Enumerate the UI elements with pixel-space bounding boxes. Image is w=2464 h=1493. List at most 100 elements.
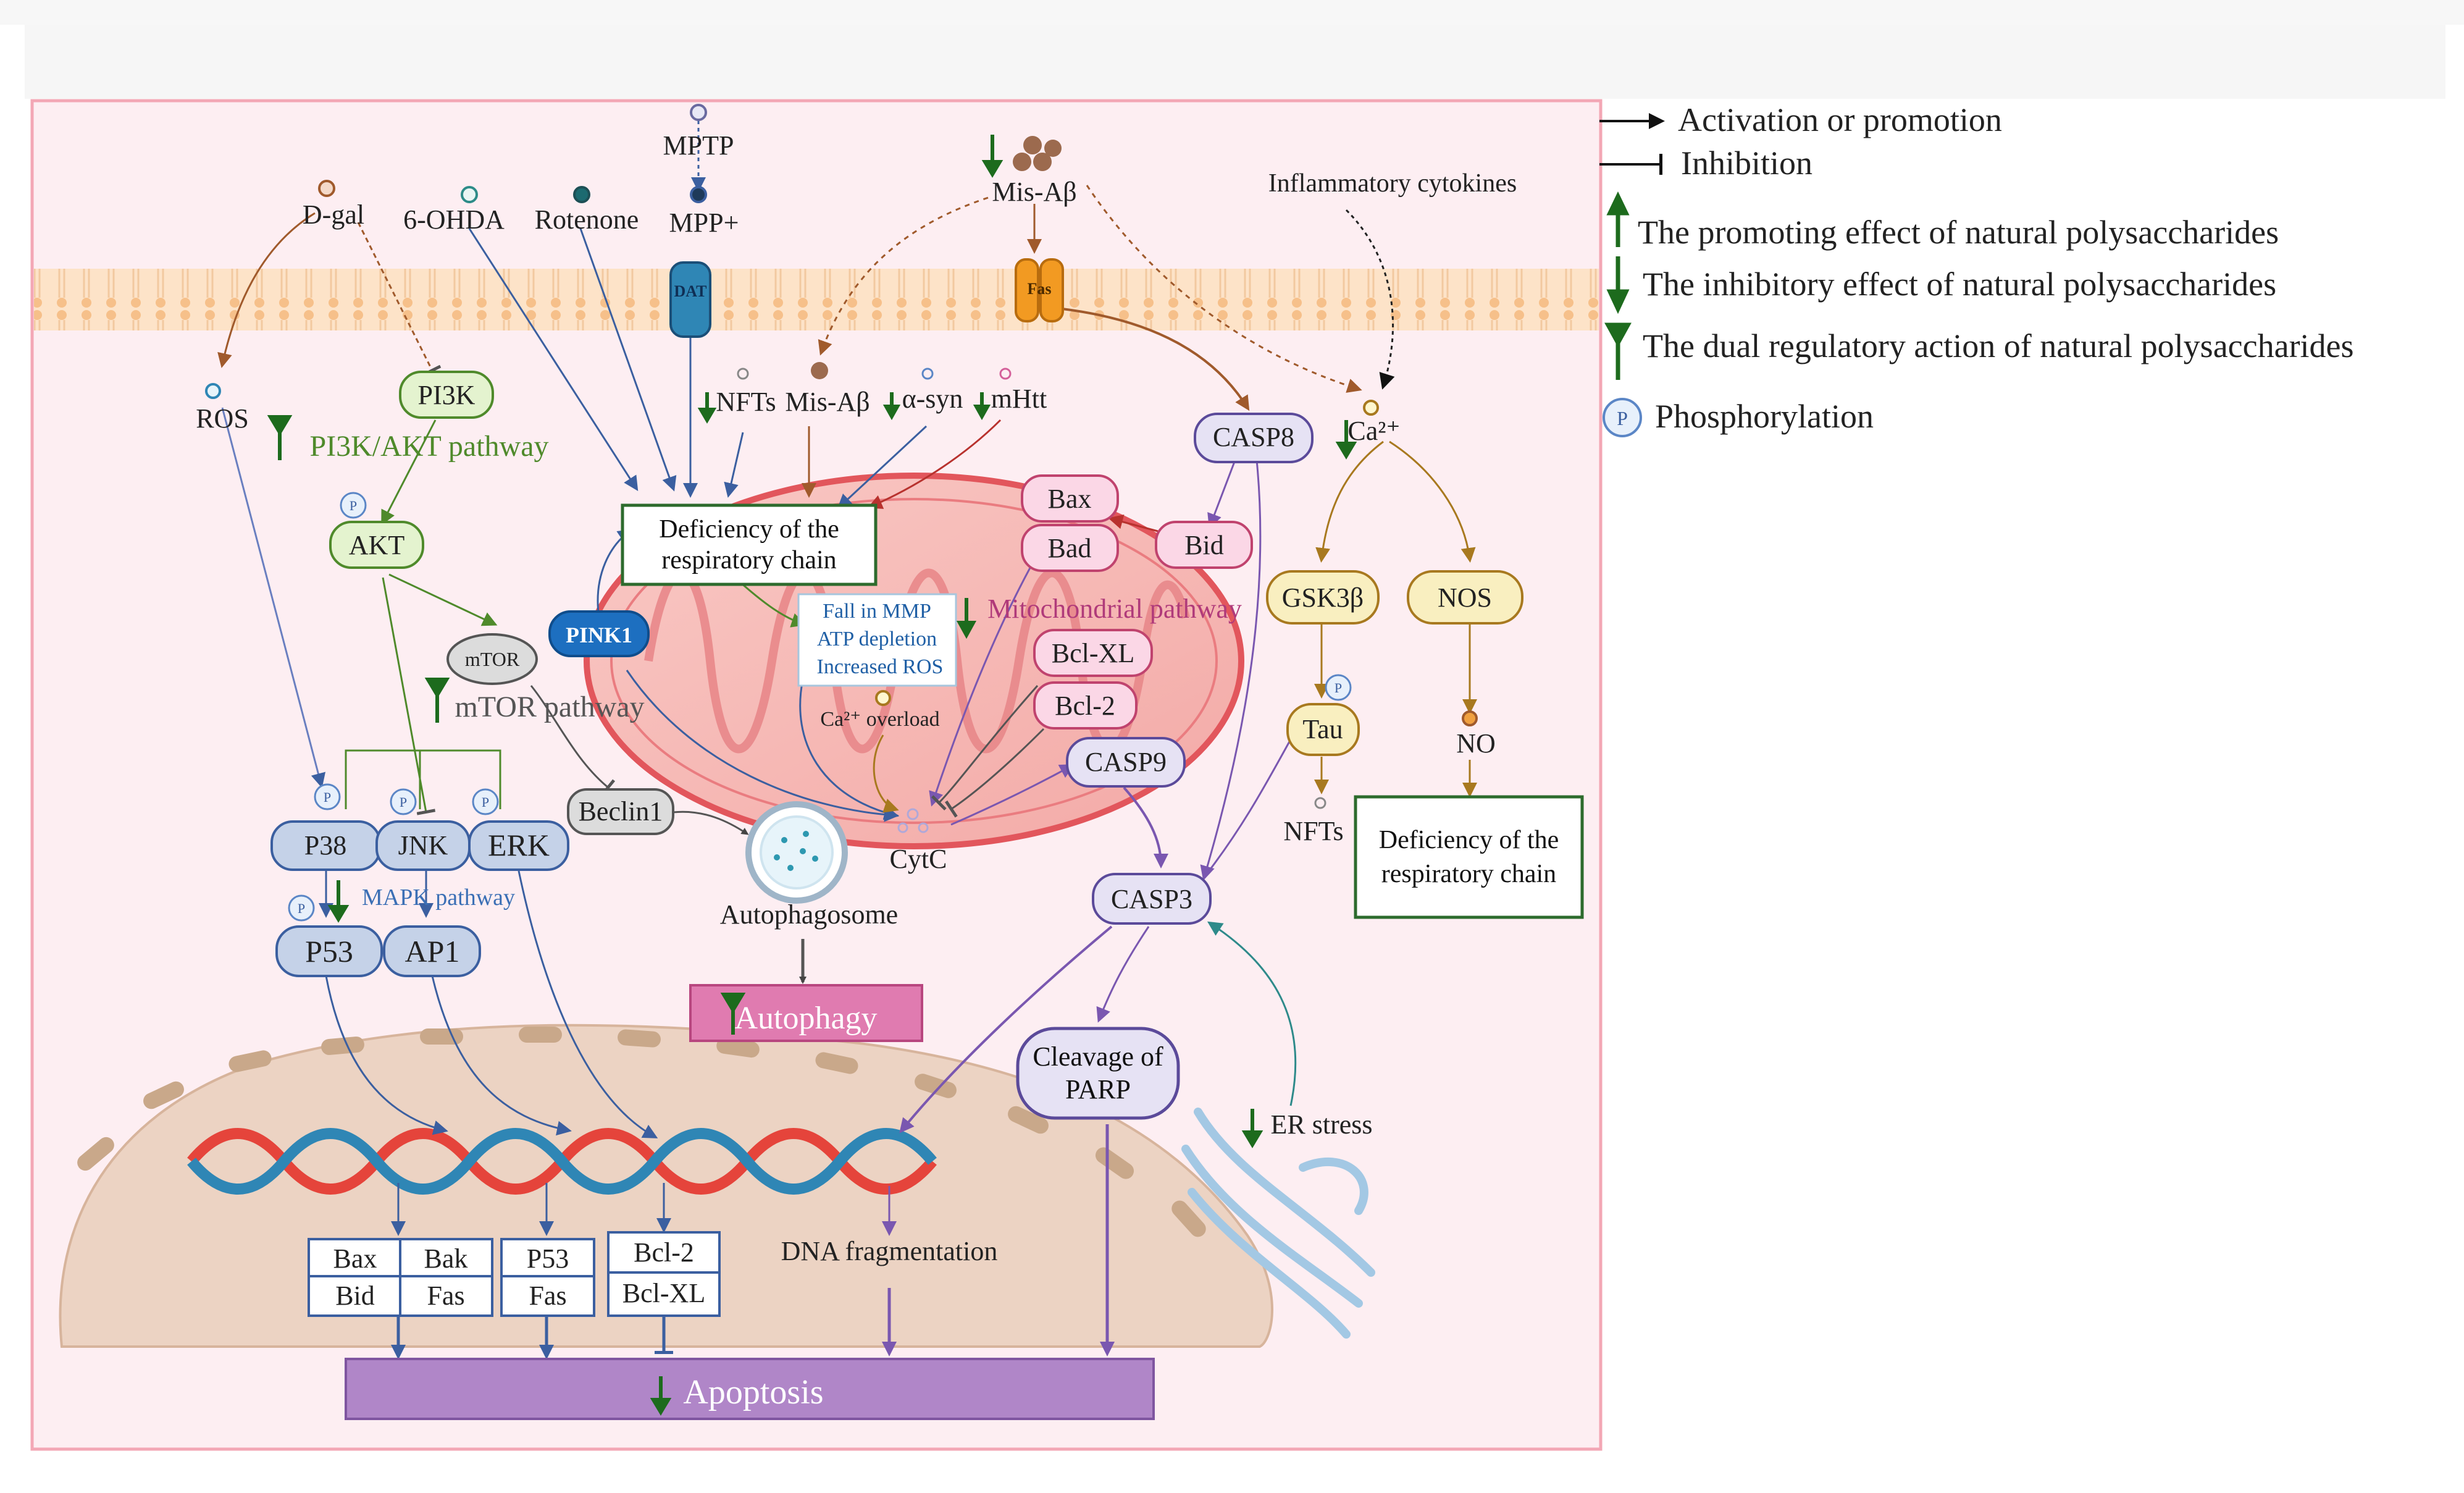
label-nfts: NFTs — [1283, 816, 1343, 846]
gene-fas: Fas — [427, 1281, 464, 1311]
phospho-p-5: P — [298, 901, 305, 916]
text-gsk3b: GSK3β — [1282, 582, 1364, 613]
pi3k-node — [399, 371, 494, 419]
deficiency-mito-box — [621, 503, 878, 586]
gene-box-3 — [607, 1231, 721, 1317]
gene-p53: P53 — [527, 1243, 569, 1274]
parp-node — [1016, 1027, 1180, 1120]
gene-box-2 — [500, 1238, 595, 1317]
text-casp9: CASP9 — [1085, 747, 1167, 777]
text-apoptosis: Apoptosis — [683, 1373, 823, 1411]
legend-activation: Activation or promotion — [1678, 101, 2002, 138]
legend-phospho-letter: P — [1617, 407, 1628, 429]
gene-box-1 — [308, 1238, 493, 1317]
casp9-node — [1066, 737, 1186, 788]
deficiency-right-box — [1354, 795, 1584, 919]
legend-phospho-icon — [1603, 398, 1642, 437]
phospho-p-3: P — [400, 794, 407, 810]
beclin1-node — [567, 788, 674, 835]
p53-node — [275, 925, 383, 977]
fas-receptor-icon — [1015, 258, 1064, 322]
label-misab-top: Mis-Aβ — [992, 177, 1076, 207]
label-pi3k-pathway: PI3K/AKT pathway — [309, 430, 548, 463]
bid-node — [1155, 521, 1253, 569]
apoptosis-bar — [345, 1358, 1155, 1420]
autophagosome — [745, 801, 848, 904]
label-6ohda: 6-OHDA — [403, 204, 505, 235]
text-bcl2: Bcl-2 — [1055, 691, 1115, 721]
polysaccharide-effect-markers — [267, 135, 1357, 1416]
parp-text: Cleavage of PARP — [1033, 1041, 1163, 1104]
legend-inhibitory: The inhibitory effect of natural polysac… — [1643, 266, 2276, 303]
text-bax: Bax — [1048, 484, 1092, 514]
gene-bclxl: Bcl-XL — [622, 1278, 705, 1308]
legend-dual: The dual regulatory action of natural po… — [1643, 327, 2354, 364]
ap1-node — [383, 925, 481, 977]
parp-text-wrap: Cleavage of PARP — [1033, 1041, 1163, 1104]
text-beclin1: Beclin1 — [579, 796, 663, 826]
dat-transporter — [669, 261, 711, 338]
text-p38: P38 — [304, 830, 346, 860]
label-ros: ROS — [196, 403, 249, 434]
text-autophagy: Autophagy — [734, 1001, 877, 1036]
nuclear-pores — [77, 1027, 1206, 1237]
phospho-p-2: P — [324, 789, 331, 805]
label-asyn: α-syn — [902, 384, 963, 414]
text-pink1: PINK1 — [566, 623, 632, 647]
label-nfts-mito: NFTs — [716, 387, 776, 417]
deficiency-right-text: Deficiency of the respiratory chain — [1378, 825, 1559, 888]
text-ca-overload: Ca²⁺ overload — [820, 708, 939, 731]
label-mhtt: mHtt — [991, 384, 1047, 414]
gsk3b-node — [1266, 570, 1380, 625]
label-mtor-pathway: mTOR pathway — [455, 691, 644, 723]
molecule-dots — [205, 104, 1478, 726]
text-pi3k: PI3K — [418, 380, 476, 410]
edges — [217, 120, 1477, 1360]
text-erk: ERK — [488, 828, 550, 862]
erk-node — [468, 820, 569, 871]
legend-inhibition: Inhibition — [1681, 145, 1812, 182]
gene-bid: Bid — [335, 1281, 375, 1311]
small-molecule-icons — [737, 368, 1326, 833]
pink1-node — [548, 610, 650, 657]
deficiency-right-text-wrap: Deficiency of the respiratory chain — [1378, 825, 1559, 888]
text-casp8: CASP8 — [1213, 422, 1294, 452]
nos-node — [1407, 570, 1523, 625]
label-inflammatory: Inflammatory cytokines — [1268, 169, 1517, 198]
bcl2-node — [1033, 681, 1138, 730]
text-bid: Bid — [1184, 530, 1224, 560]
gene-bak: Bak — [424, 1243, 468, 1274]
label-no: NO — [1456, 728, 1496, 759]
label-er-stress: ER stress — [1271, 1109, 1373, 1140]
label-dat: DAT — [674, 282, 707, 300]
mmp-box — [797, 593, 957, 687]
bax-node — [1021, 474, 1119, 523]
text-increased-ros: Increased ROS — [817, 655, 944, 678]
label-autophagosome: Autophagosome — [720, 899, 898, 930]
akt-node — [329, 521, 424, 569]
label-ca2: Ca²⁺ — [1347, 416, 1400, 446]
label-mito-pathway: Mitochondrial pathway — [987, 594, 1242, 624]
gene-bax: Bax — [333, 1243, 377, 1274]
phospho-markers — [288, 492, 1352, 922]
legend-phospho: Phosphorylation — [1655, 398, 1874, 435]
bclxl-node — [1033, 629, 1153, 677]
label-mptp: MPTP — [663, 130, 734, 161]
text-atp-depletion: ATP depletion — [817, 628, 937, 650]
bad-node — [1021, 524, 1119, 572]
legend-promoting: The promoting effect of natural polysacc… — [1638, 214, 2279, 251]
phospho-p-1: P — [350, 498, 357, 513]
phospho-p-6: P — [1335, 680, 1342, 696]
label-cytc: CytC — [890, 844, 947, 874]
text-nos: NOS — [1438, 582, 1492, 613]
deficiency-mito-text: Deficiency of the respiratory chain — [659, 515, 839, 574]
text-jnk: JNK — [398, 830, 448, 860]
mtor-node — [446, 633, 538, 685]
amyloid-cluster-icon — [811, 136, 1062, 379]
endoplasmic-reticulum — [1181, 1108, 1375, 1339]
gene-bcl2: Bcl-2 — [634, 1237, 694, 1268]
cell-membrane — [34, 269, 1599, 330]
label-mapk-pathway: MAPK pathway — [362, 885, 515, 911]
